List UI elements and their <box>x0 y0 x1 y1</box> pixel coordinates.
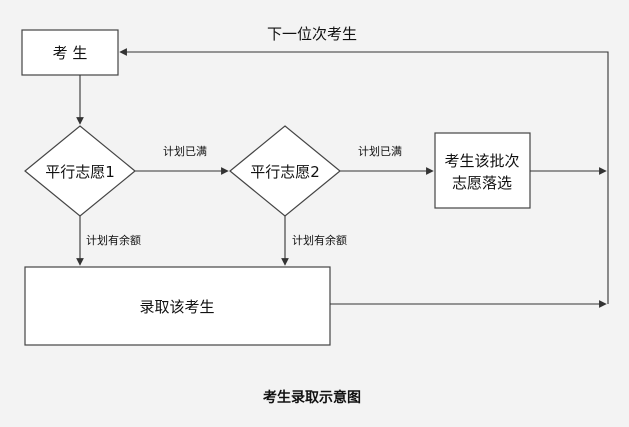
parallel-choice-1-label: 平行志愿1 <box>45 163 115 181</box>
diagram-caption: 考生录取示意图 <box>263 389 361 406</box>
plan-left-label-2: 计划有余额 <box>292 233 347 247</box>
edge-return-loop <box>119 48 609 304</box>
parallel-choice-2-label: 平行志愿2 <box>250 163 320 181</box>
admit-label: 录取该考生 <box>139 298 214 316</box>
plan-left-label-1: 计划有余额 <box>86 233 141 247</box>
examinee-box <box>21 29 119 76</box>
examinee-label: 考 生 <box>53 44 88 62</box>
admit-box <box>24 266 331 346</box>
dropped-box <box>434 132 531 209</box>
plan-full-label-1: 计划已满 <box>163 145 207 158</box>
next-examinee-label: 下一位次考生 <box>267 25 357 43</box>
plan-full-label-2: 计划已满 <box>358 145 402 158</box>
dropped-label-line2: 志愿落选 <box>452 174 512 192</box>
dropped-label-line1: 考生该批次 <box>444 152 519 170</box>
